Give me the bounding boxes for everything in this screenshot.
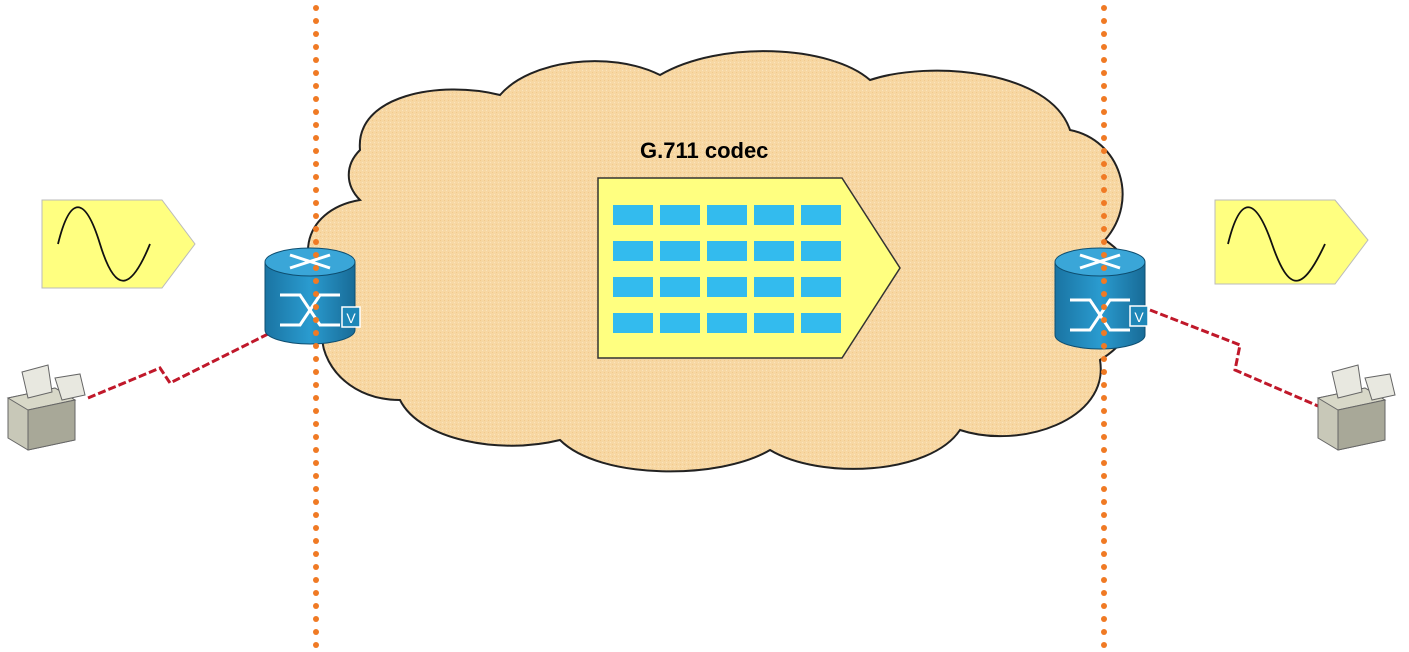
- boundary-lines: [313, 5, 1107, 648]
- packet-cells: [613, 205, 841, 333]
- packet-cell: [801, 205, 841, 225]
- packet-cell: [613, 313, 653, 333]
- packet-cell: [801, 241, 841, 261]
- packet-cell: [613, 241, 653, 261]
- router-arrows-icon: [280, 253, 340, 327]
- left-fax-machine-icon: [6, 364, 86, 451]
- packet-cell: [754, 313, 794, 333]
- right-fax-link: [1149, 308, 1319, 408]
- router-arrows-icon: [1070, 253, 1130, 332]
- packet-cell: [754, 205, 794, 225]
- packet-cell: [754, 241, 794, 261]
- packet-cell: [660, 313, 700, 333]
- right-voice-router: V: [1054, 247, 1149, 350]
- packet-cell: [707, 313, 747, 333]
- sine-wave-icon: [57, 206, 151, 282]
- voice-badge: V: [1134, 309, 1144, 325]
- right-boundary-line: [1101, 5, 1107, 648]
- voice-badge: V: [346, 310, 356, 326]
- codec-label: G.711 codec: [640, 138, 768, 163]
- left-voice-router: V: [264, 247, 361, 345]
- packet-cell: [613, 205, 653, 225]
- right-fax-machine-icon: [1316, 364, 1396, 451]
- packet-cell: [660, 241, 700, 261]
- sine-wave-icon: [1227, 206, 1326, 282]
- packet-cell: [660, 277, 700, 297]
- packet-cell: [707, 277, 747, 297]
- packet-cell: [707, 205, 747, 225]
- packet-cell: [707, 241, 747, 261]
- packet-cell: [801, 313, 841, 333]
- left-fax-link: [87, 330, 273, 400]
- left-analog-signal: [41, 199, 196, 289]
- right-analog-signal: [1214, 199, 1369, 285]
- left-boundary-line: [313, 5, 319, 648]
- codec-packet: [597, 177, 901, 359]
- packet-cell: [660, 205, 700, 225]
- packet-cell: [754, 277, 794, 297]
- packet-cell: [801, 277, 841, 297]
- packet-cell: [613, 277, 653, 297]
